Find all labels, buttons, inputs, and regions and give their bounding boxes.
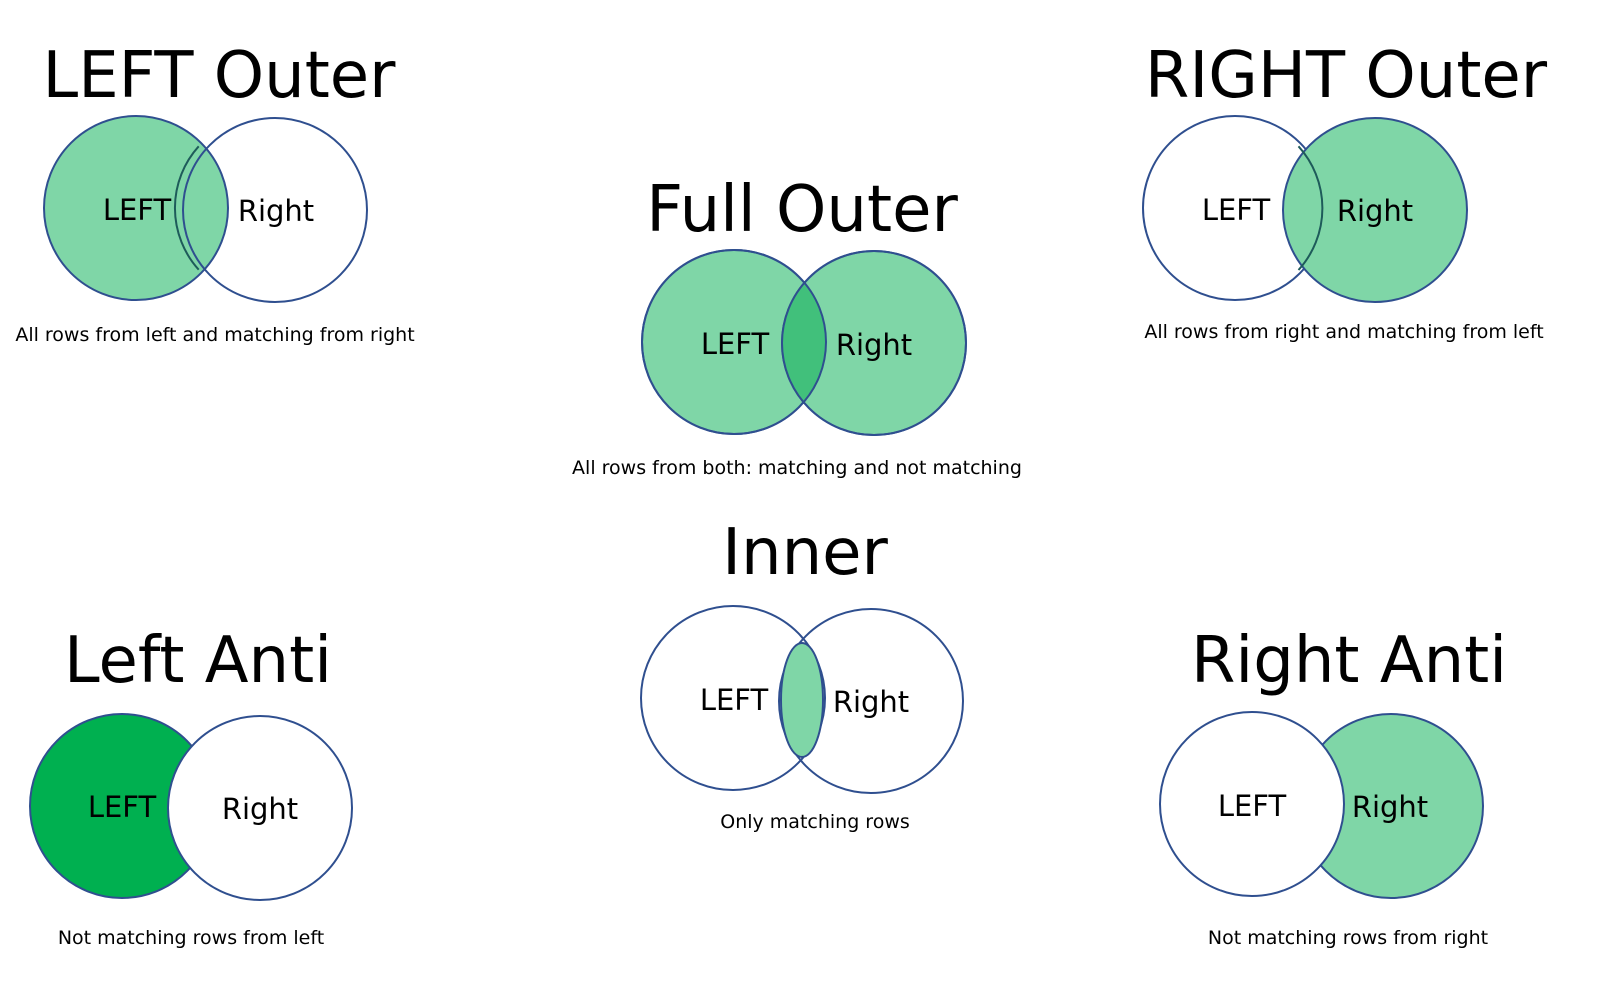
left-outer-caption: All rows from left and matching from rig… [15, 324, 415, 346]
left-outer-left-circle [43, 115, 229, 301]
right-outer-overlap-edge [1297, 145, 1324, 271]
right-anti-caption: Not matching rows from right [1207, 927, 1489, 949]
right-outer-right-circle [1282, 117, 1468, 303]
right-anti-title: Right Anti [1190, 624, 1508, 698]
full-outer-caption: All rows from both: matching and not mat… [572, 457, 1022, 479]
left-outer-left-label: LEFT [103, 193, 172, 227]
right-outer-left-label: LEFT [1202, 193, 1271, 227]
left-outer-right-label: Right [238, 194, 314, 228]
full-outer-left-label: LEFT [701, 327, 770, 361]
inner-left-label: LEFT [700, 683, 769, 717]
left-outer-overlap-edge [174, 145, 200, 271]
right-outer-caption: All rows from right and matching from le… [1144, 321, 1544, 343]
right-outer-title: RIGHT Outer [1144, 39, 1548, 113]
inner-right-circle [778, 608, 964, 794]
left-anti-title: Left Anti [64, 624, 332, 698]
left-anti-left-label: LEFT [88, 790, 157, 824]
left-anti-right-circle [167, 715, 353, 901]
right-outer-right-label: Right [1337, 194, 1413, 228]
inner-left-circle [640, 605, 826, 791]
full-outer-right-label: Right [836, 328, 912, 362]
right-anti-right-label: Right [1352, 790, 1428, 824]
inner-intersection [780, 642, 824, 758]
right-anti-left-label: LEFT [1218, 789, 1287, 823]
left-anti-right-label: Right [222, 792, 298, 826]
inner-caption: Only matching rows [720, 811, 910, 833]
left-anti-caption: Not matching rows from left [57, 927, 325, 949]
right-anti-left-circle [1159, 711, 1345, 897]
left-outer-title: LEFT Outer [42, 39, 396, 113]
full-outer-title: Full Outer [646, 173, 958, 247]
left-outer-right-circle [182, 117, 368, 303]
inner-title: Inner [722, 516, 888, 590]
inner-right-label: Right [833, 685, 909, 719]
